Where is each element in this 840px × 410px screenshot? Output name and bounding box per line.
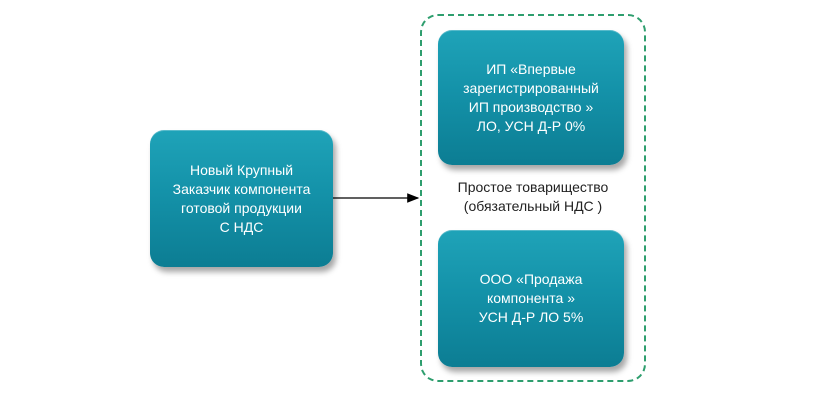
ip-node: ИП «Впервые зарегистрированный ИП произв… <box>438 30 624 165</box>
ip-node-label: ИП «Впервые зарегистрированный ИП произв… <box>463 60 599 134</box>
ooo-node-label: ООО «Продажа компонента » УСН Д-Р ЛО 5% <box>478 271 584 325</box>
partnership-label: Простое товарищество (обязательный НДС ) <box>457 179 609 214</box>
client-node: Новый Крупный Заказчик компонента готово… <box>150 130 333 267</box>
partnership-group-frame <box>420 14 646 382</box>
ooo-node: ООО «Продажа компонента » УСН Д-Р ЛО 5% <box>438 230 624 367</box>
client-node-label: Новый Крупный Заказчик компонента готово… <box>172 161 311 235</box>
